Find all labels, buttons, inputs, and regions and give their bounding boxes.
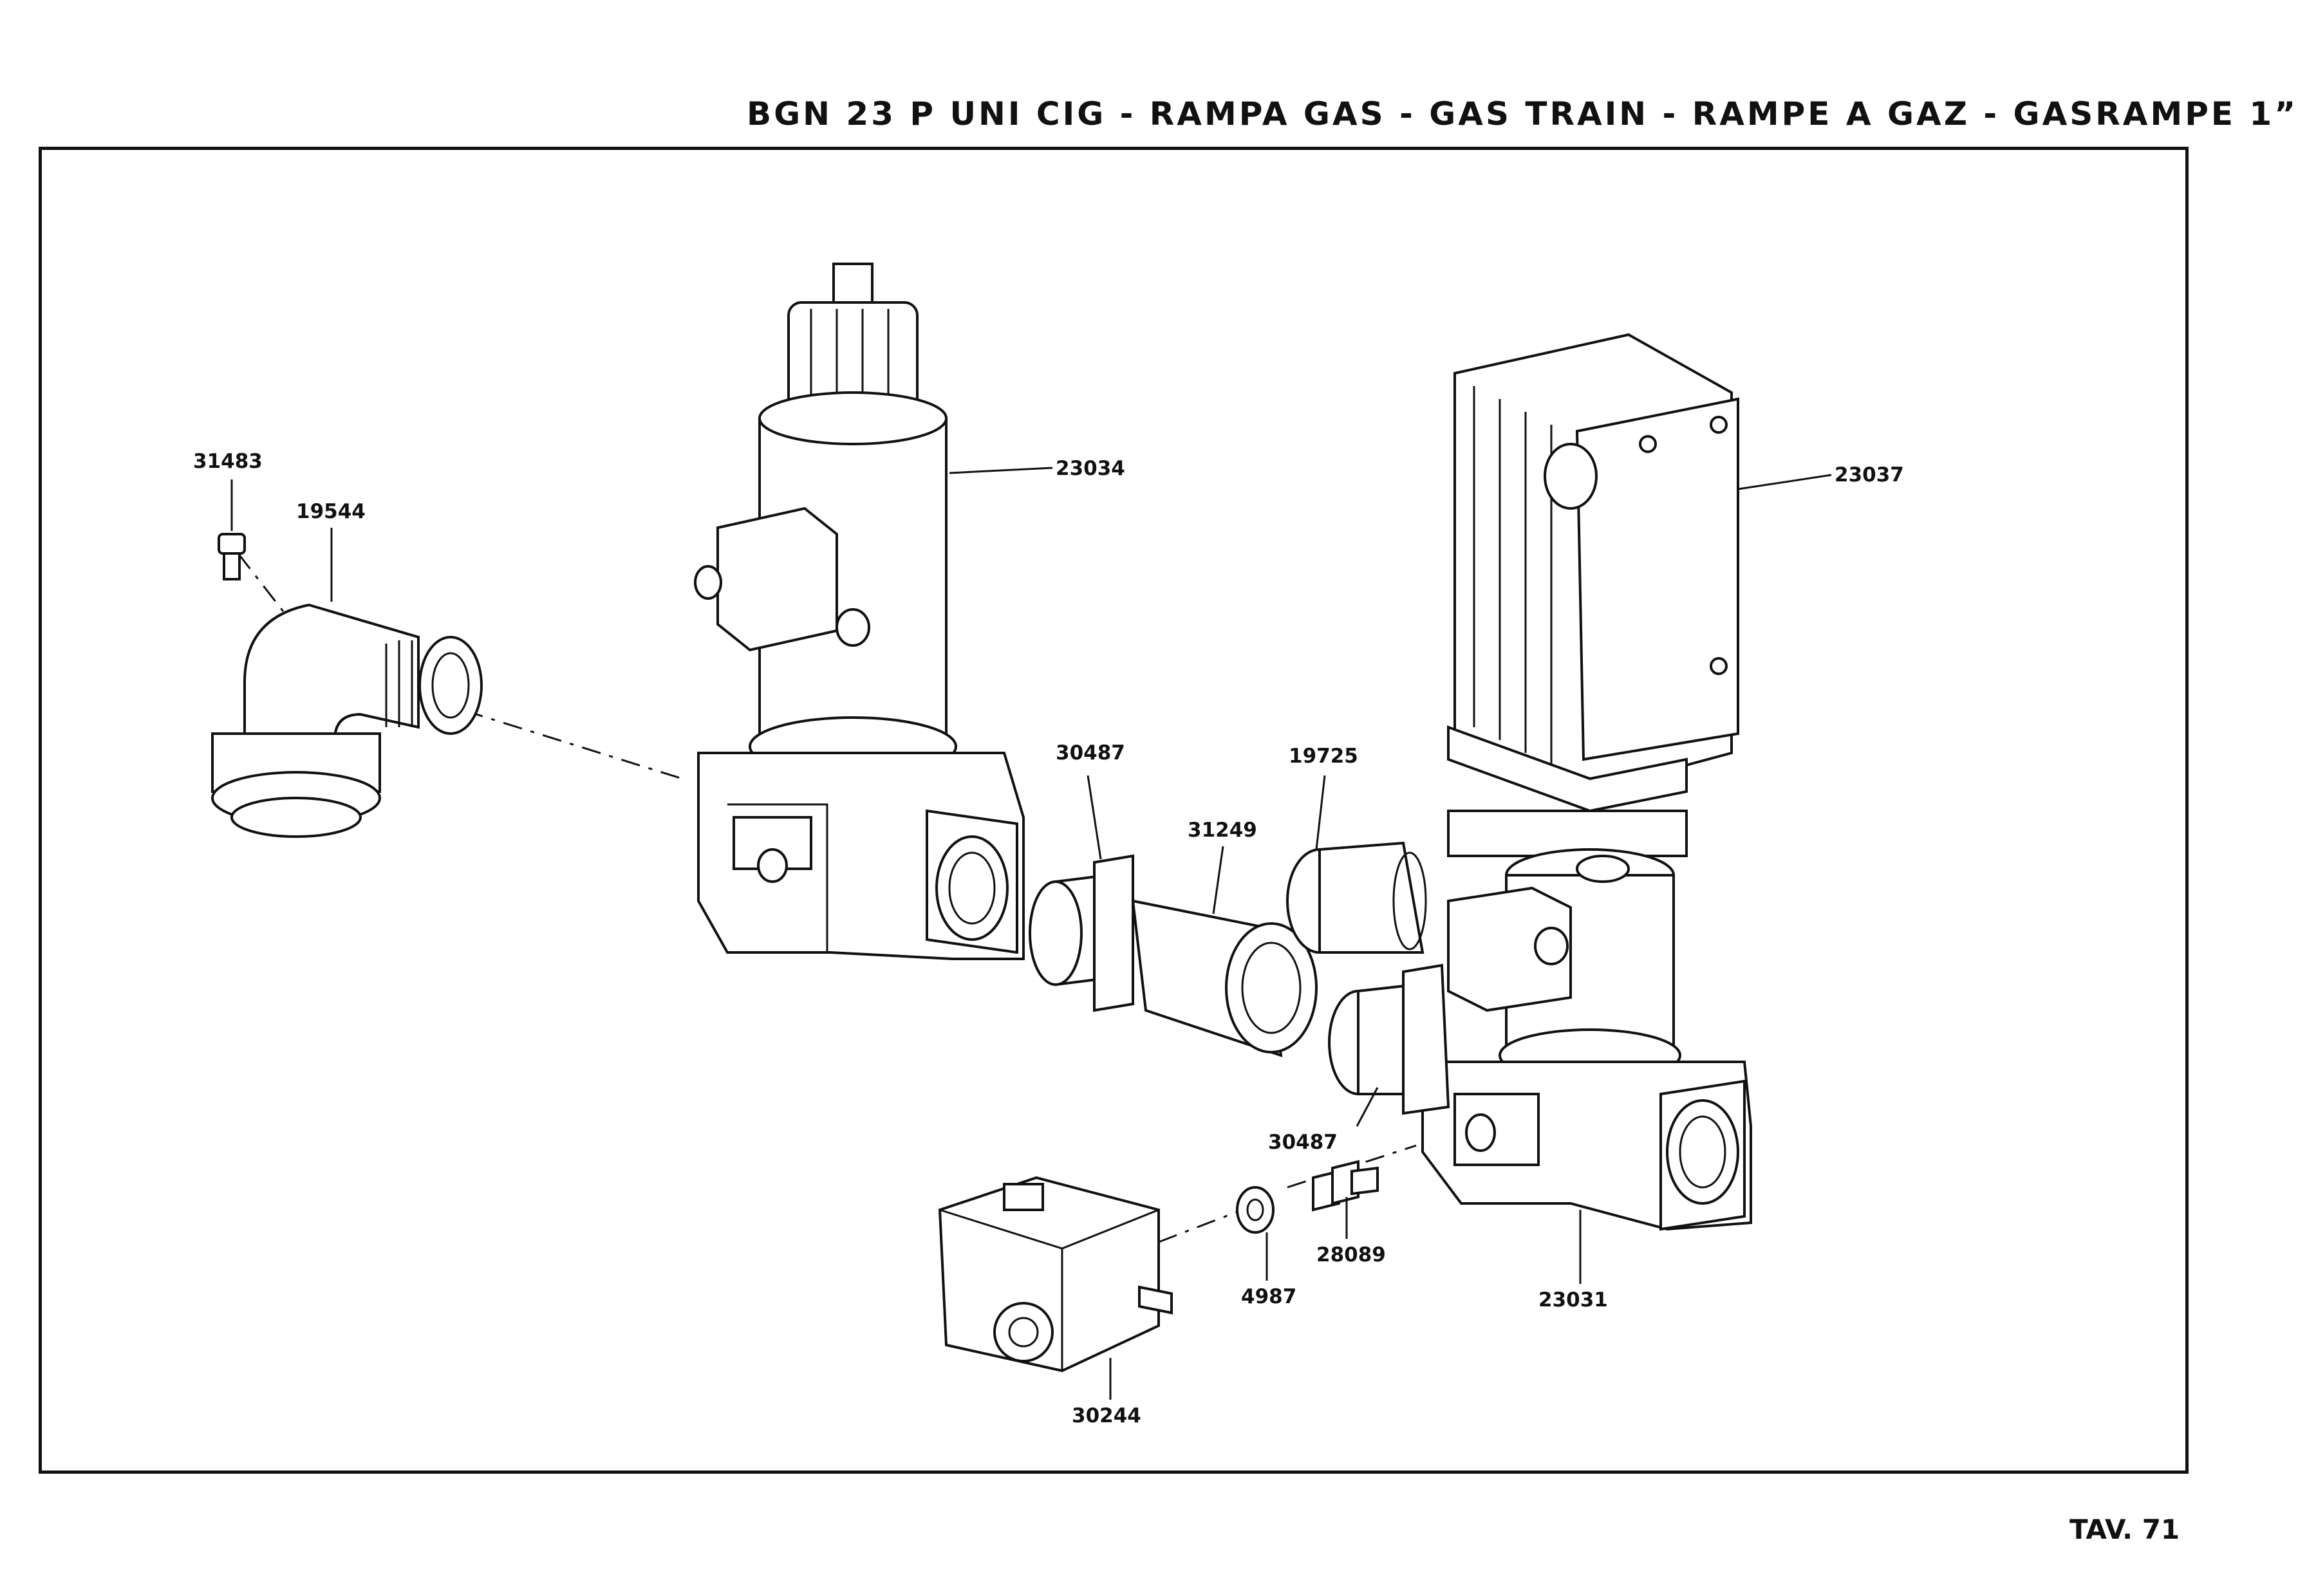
pressure-switch-30244 [938, 1176, 1173, 1373]
washer-4987 [1236, 1186, 1275, 1234]
part-label-30487-lower: 30487 [1268, 1131, 1338, 1154]
pipe-31249 [1131, 899, 1318, 1057]
part-label-30244: 30244 [1072, 1404, 1141, 1427]
solenoid-valve-23031 [1421, 848, 1752, 1231]
sheet-number: TAV. 71 [2069, 1514, 2180, 1545]
solenoid-valve-23034 [694, 263, 1025, 960]
part-label-28089: 28089 [1316, 1243, 1386, 1267]
assembly-axis-line [237, 553, 285, 612]
leader-lines [230, 467, 1832, 1400]
part-label-23034: 23034 [1056, 457, 1125, 480]
part-label-23037: 23037 [1835, 463, 1904, 487]
hex-nipple-30487-upper [1029, 854, 1134, 1012]
drawing-frame [39, 147, 2189, 1474]
test-nipple-31483 [218, 533, 246, 580]
part-label-19544: 19544 [296, 500, 366, 523]
part-label-23031: 23031 [1538, 1288, 1608, 1312]
part-label-31483: 31483 [193, 450, 263, 473]
actuator-23037 [1447, 333, 1739, 857]
assembly-axis-line [1287, 1144, 1417, 1189]
part-label-30487-upper: 30487 [1056, 741, 1125, 765]
fitting-28089 [1312, 1160, 1379, 1212]
part-label-31249: 31249 [1188, 819, 1257, 842]
hex-nipple-30487-lower [1328, 963, 1450, 1115]
page-title: BGN 23 P UNI CIG - RAMPA GAS - GAS TRAIN… [747, 95, 2298, 133]
hex-nipple-19725 [1286, 841, 1427, 954]
part-label-19725: 19725 [1289, 745, 1358, 768]
part-label-4987: 4987 [1241, 1285, 1296, 1308]
assembly-axis-line [1158, 1209, 1243, 1243]
elbow-fitting-19544 [211, 603, 483, 838]
